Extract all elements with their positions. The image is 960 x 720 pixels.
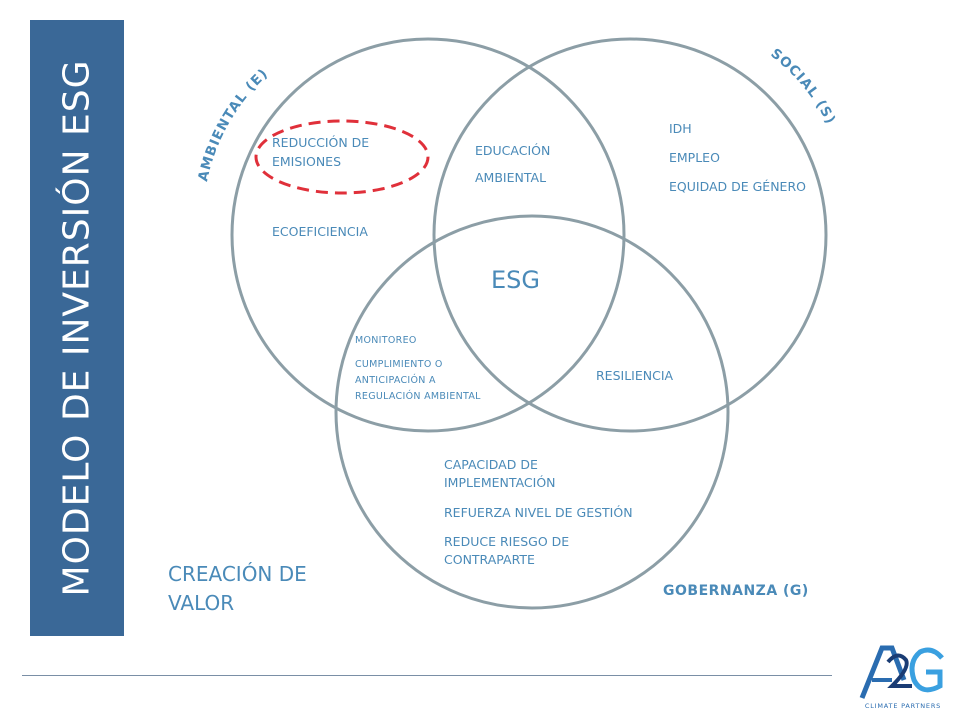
educacion-line2: AMBIENTAL: [475, 169, 547, 185]
value-creation-label: CREACIÓN DE VALOR: [168, 560, 307, 618]
ambiental-gobernanza-items: MONITOREO CUMPLIMIENTO O ANTICIPACIÓN A …: [355, 333, 481, 406]
cumplimiento-line1: CUMPLIMIENTO O: [355, 359, 443, 371]
reduce-line2: CONTRAPARTE: [444, 552, 535, 568]
value-line2: VALOR: [168, 591, 235, 615]
educacion-line1: EDUCACIÓN: [475, 143, 551, 158]
ambiental-ecoeficiencia: ECOEFICIENCIA: [272, 224, 368, 239]
monitoreo: MONITOREO: [355, 335, 417, 346]
social-items: IDH EMPLEO EQUIDAD DE GÉNERO: [669, 120, 806, 206]
logo: CLIMATE PARTNERS: [858, 640, 948, 720]
bottom-divider: [22, 675, 832, 676]
capacidad-line1: CAPACIDAD DE: [444, 457, 538, 472]
highlight-ellipse: [254, 119, 430, 195]
circle-ambiental: [230, 37, 626, 433]
social-item: IDH: [669, 121, 692, 136]
gobernanza-reduce: REDUCE RIESGO DE CONTRAPARTE: [444, 533, 569, 569]
value-line1: CREACIÓN DE: [168, 562, 307, 586]
circle-gobernanza: [334, 214, 730, 610]
reduccion-line2: EMISIONES: [272, 153, 342, 169]
label-gobernanza: GOBERNANZA (G): [663, 583, 809, 599]
center-label: ESG: [491, 266, 540, 294]
label-social: SOCIAL (S): [768, 46, 838, 128]
gobernanza-refuerza: REFUERZA NIVEL DE GESTIÓN: [444, 505, 633, 520]
svg-text:SOCIAL (S): SOCIAL (S): [768, 46, 839, 128]
reduccion-line1: REDUCCIÓN DE: [272, 135, 370, 150]
cumplimiento-line3: REGULACIÓN AMBIENTAL: [355, 391, 481, 403]
label-ambiental: AMBIENTAL (E): [195, 65, 270, 182]
social-item: EQUIDAD DE GÉNERO: [669, 178, 806, 194]
reduce-line1: REDUCE RIESGO DE: [444, 534, 570, 549]
ambiental-social-item: EDUCACIÓN AMBIENTAL: [475, 142, 550, 188]
logo-mark-icon: [859, 645, 944, 699]
side-title-bar: MODELO DE INVERSIÓN ESG: [30, 20, 124, 636]
svg-text:AMBIENTAL (E): AMBIENTAL (E): [195, 65, 271, 182]
capacidad-line2: IMPLEMENTACIÓN: [444, 475, 556, 491]
social-gobernanza-item: RESILIENCIA: [596, 368, 674, 383]
gobernanza-capacidad: CAPACIDAD DE IMPLEMENTACIÓN: [444, 456, 556, 492]
circle-social: [432, 37, 828, 433]
logo-text: CLIMATE PARTNERS: [864, 702, 942, 710]
social-item: EMPLEO: [669, 149, 720, 165]
ambiental-reduccion: REDUCCIÓN DE EMISIONES: [272, 134, 369, 172]
cumplimiento-line2: ANTICIPACIÓN A: [355, 375, 436, 387]
